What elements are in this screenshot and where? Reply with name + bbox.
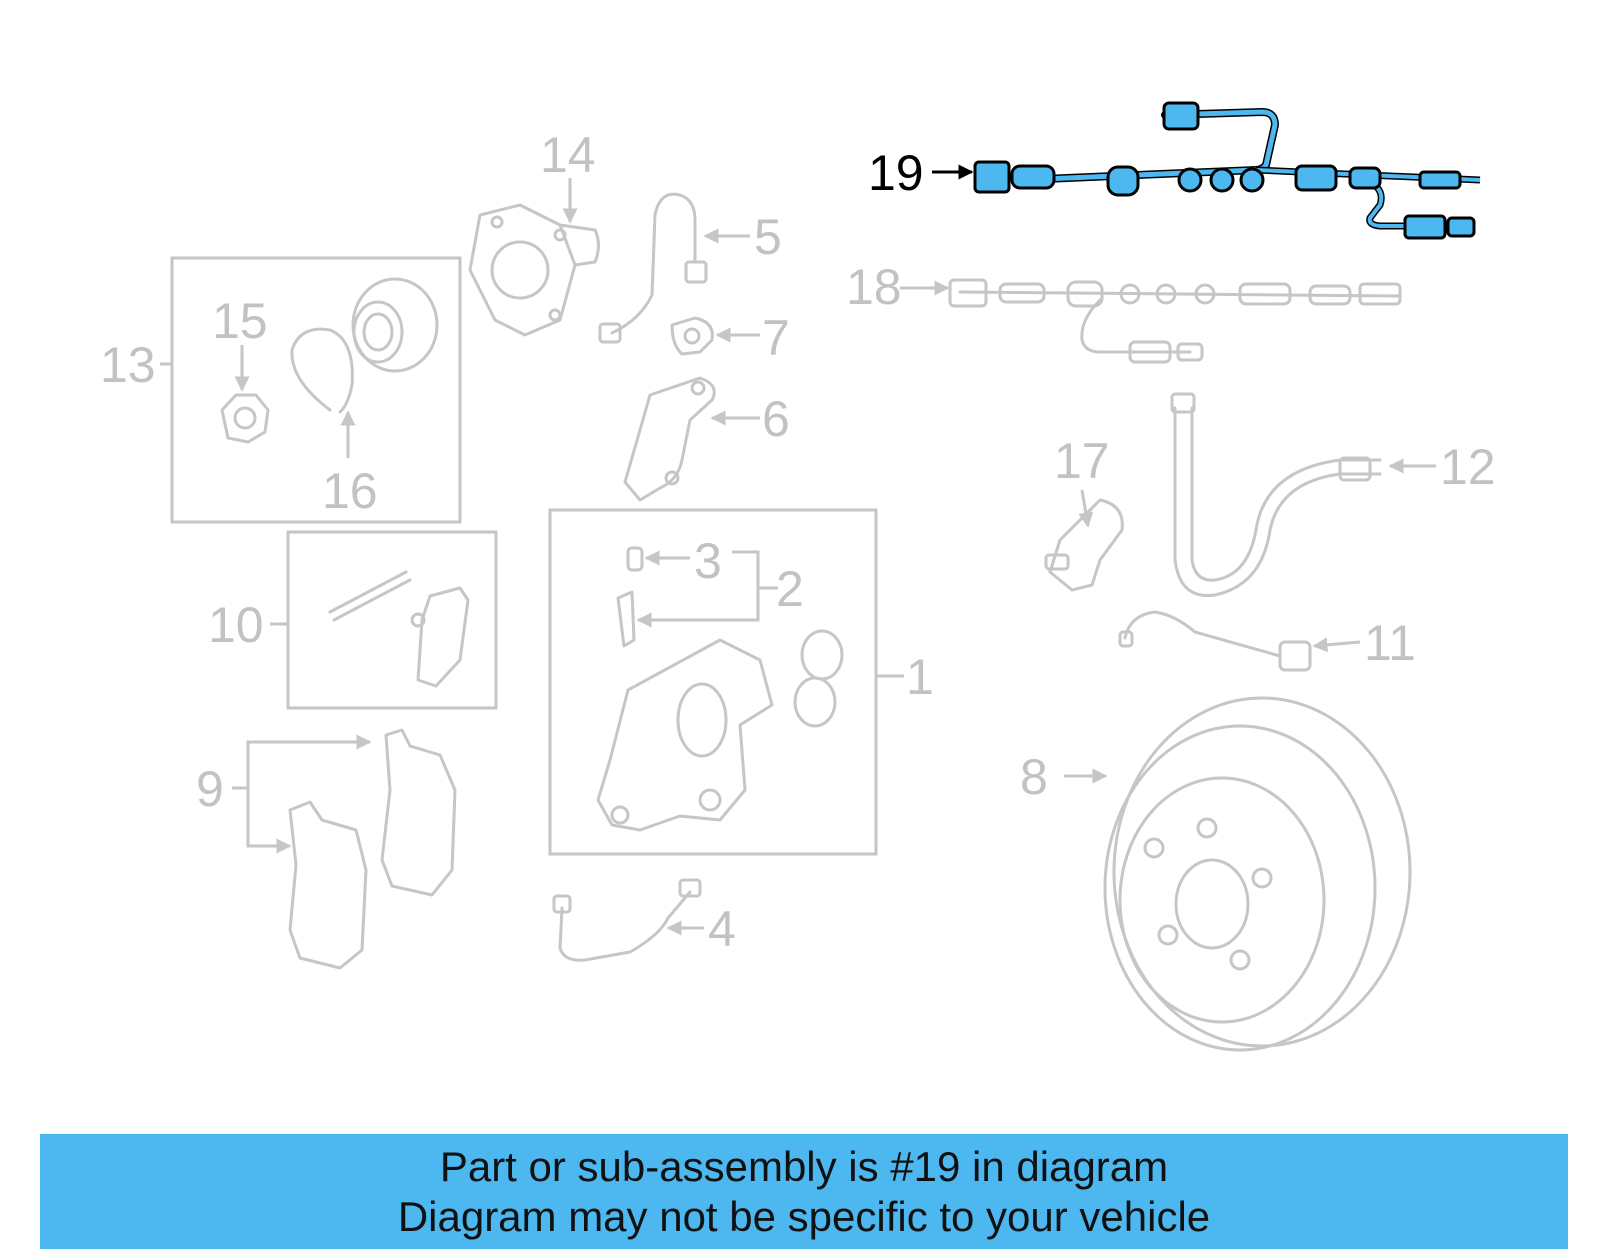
part-14-wheel-hub[interactable]: [468, 203, 600, 337]
callout-9: 9: [196, 761, 224, 817]
callout-19: 19: [868, 145, 924, 201]
callout-3: 3: [694, 533, 722, 589]
part-11-sensor-wire[interactable]: [1118, 610, 1312, 672]
part-caliper-body[interactable]: [596, 629, 844, 832]
part-bearing[interactable]: [351, 277, 439, 373]
part-9-brake-pads[interactable]: [288, 728, 457, 970]
part-12-brake-hose[interactable]: [1170, 392, 1382, 598]
kit-10-box: [286, 530, 498, 710]
kit-13-box: [170, 256, 462, 524]
part-18-sensor-wire[interactable]: [948, 278, 1402, 364]
part-2-3-caliper-bolts[interactable]: [616, 546, 644, 648]
callout-1: 1: [906, 649, 934, 705]
banner-line-1: Part or sub-assembly is #19 in diagram: [439, 1143, 1169, 1190]
callout-15: 15: [212, 293, 268, 349]
part-7-clip[interactable]: [670, 316, 714, 356]
part-19-wear-sensor-harness[interactable]: [973, 101, 1481, 240]
part-4-brake-line[interactable]: [552, 878, 702, 962]
callout-6: 6: [762, 391, 790, 447]
part-15-nut[interactable]: [220, 393, 270, 444]
callout-14: 14: [540, 127, 596, 183]
callout-18: 18: [846, 259, 902, 315]
callout-7: 7: [762, 310, 790, 366]
part-10-hardware[interactable]: [328, 570, 470, 688]
callout-2: 2: [776, 561, 804, 617]
callout-5: 5: [754, 209, 782, 265]
callout-11: 11: [1364, 615, 1416, 671]
banner-line-2: Diagram may not be specific to your vehi…: [397, 1193, 1211, 1240]
assembly-1-box: [548, 508, 878, 856]
part-5-brake-line[interactable]: [598, 192, 708, 344]
callout-13: 13: [100, 337, 156, 393]
callout-12: 12: [1440, 439, 1496, 495]
part-8-brake-rotor[interactable]: [1103, 696, 1412, 1052]
callout-17: 17: [1054, 433, 1110, 489]
part-16-snap-ring[interactable]: [290, 327, 354, 414]
callout-8: 8: [1020, 749, 1048, 805]
callout-4: 4: [708, 901, 736, 957]
callout-10: 10: [208, 597, 264, 653]
part-17-speed-sensor[interactable]: [1044, 498, 1124, 592]
part-6-bracket[interactable]: [623, 376, 716, 502]
info-banner: Part or sub-assembly is #19 in diagram D…: [40, 1134, 1568, 1249]
callout-16: 16: [322, 463, 378, 519]
